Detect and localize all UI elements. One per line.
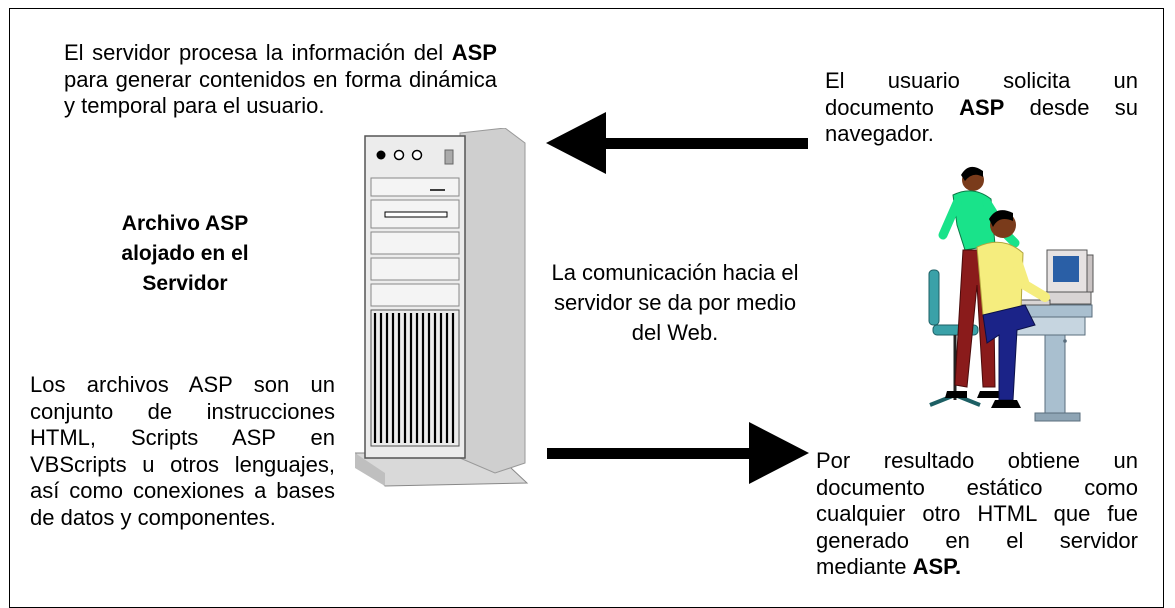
result-text: Por resultado obtiene un documento estát… <box>816 448 1138 579</box>
communication-text: La comunicación hacia el servidor se da … <box>551 260 799 345</box>
asp-files-text: Los archivos ASP son un conjunto de inst… <box>30 372 335 530</box>
arrow-left-icon <box>546 112 808 174</box>
user-request-text: El usuario solicita un documento ASP des… <box>825 68 1138 146</box>
arrow-right-icon <box>547 422 809 484</box>
server-tower-icon <box>355 128 529 487</box>
server-process-text: El servidor procesa la información del A… <box>64 40 497 118</box>
server-label: Archivo ASP alojado en el Servidor <box>121 212 249 295</box>
users-at-computer-icon <box>928 166 1094 422</box>
